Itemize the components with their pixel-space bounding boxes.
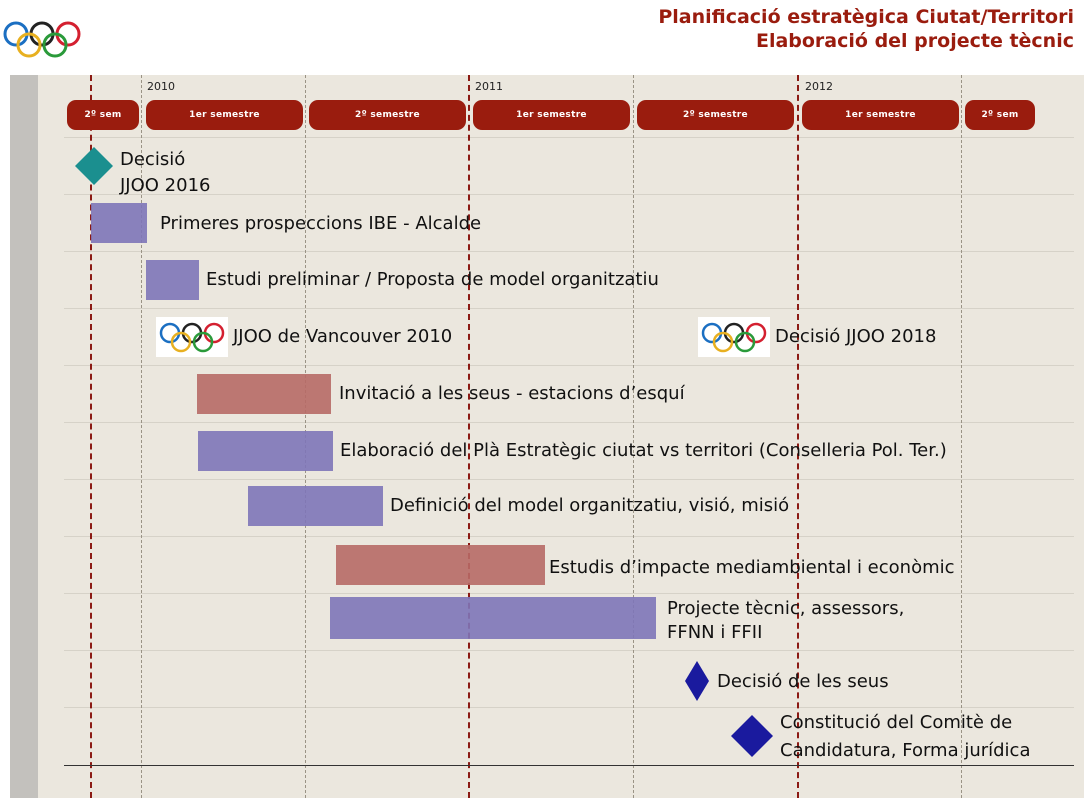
year-divider: [797, 75, 799, 798]
task-label-model-organitzatiu: Definició del model organitzatiu, visió,…: [390, 495, 790, 516]
year-label: 2010: [147, 80, 175, 93]
task-label-decisio-2016-line1: Decisió: [120, 149, 186, 170]
task-bar: [91, 203, 147, 243]
task-label-projecte-tecnic-line1: Projecte tècnic, assessors,: [667, 598, 905, 619]
task-bar: [330, 597, 656, 639]
task-label-invitacio: Invitació a les seus - estacions d’esquí: [339, 383, 685, 404]
semester-pill: 1er semestre: [473, 100, 630, 130]
task-label-projecte-tecnic-line2: FFNN i FFII: [667, 622, 763, 643]
row-separator: [64, 137, 1074, 138]
olympic-rings-box: [698, 317, 770, 357]
row-separator: [64, 194, 1074, 195]
task-label-constitucio-line1: Constitució del Comitè de: [780, 712, 1013, 733]
task-bar: [248, 486, 383, 526]
row-separator: [64, 593, 1074, 594]
row-separator: [64, 707, 1074, 708]
semester-pill: 2º sem: [965, 100, 1035, 130]
title-line-2: Elaboració del projecte tècnic: [755, 30, 1074, 52]
task-bar: [146, 260, 199, 300]
semester-pill: 2º semestre: [309, 100, 466, 130]
olympic-rings-box: [156, 317, 228, 357]
diamond-milestone-icon: [75, 147, 113, 185]
task-bar: [198, 431, 333, 471]
timeline-baseline: [64, 765, 1074, 766]
task-label-pla-estrategic: Elaboració del Plà Estratègic ciutat vs …: [340, 440, 947, 461]
year-label: 2011: [475, 80, 503, 93]
year-divider: [468, 75, 470, 798]
row-separator: [64, 251, 1074, 252]
semester-divider: [961, 75, 962, 798]
row-separator: [64, 422, 1074, 423]
task-label-decisio-2016-line2: JJOO 2016: [120, 175, 211, 196]
task-label-prospeccions: Primeres prospeccions IBE - Alcalde: [160, 213, 482, 234]
olympic-rings-icon: [701, 322, 767, 353]
semester-pill: 1er semestre: [146, 100, 303, 130]
semester-pill: 2º sem: [67, 100, 139, 130]
semester-pill: 1er semestre: [802, 100, 959, 130]
title-line-1: Planificació estratègica Ciutat/Territor…: [658, 6, 1074, 28]
task-label-estudi-preliminar: Estudi preliminar / Proposta de model or…: [206, 269, 659, 290]
row-separator: [64, 479, 1074, 480]
semester-divider: [633, 75, 634, 798]
row-separator: [64, 365, 1074, 366]
olympic-rings-icon: [159, 322, 225, 353]
left-strip: [10, 75, 38, 798]
row-separator: [64, 308, 1074, 309]
semester-pill: 2º semestre: [637, 100, 794, 130]
task-label-decisio-seus: Decisió de les seus: [717, 671, 889, 692]
semester-divider: [141, 75, 142, 798]
task-bar: [336, 545, 545, 585]
diamond-milestone-icon: [685, 661, 709, 701]
task-label-decisio-2018: Decisió JJOO 2018: [775, 326, 937, 347]
row-separator: [64, 650, 1074, 651]
year-divider: [90, 75, 92, 798]
task-label-vancouver: JJOO de Vancouver 2010: [233, 326, 453, 347]
year-label: 2012: [805, 80, 833, 93]
task-bar: [197, 374, 331, 414]
row-separator: [64, 536, 1074, 537]
task-label-estudis-impacte: Estudis d’impacte mediambiental i econòm…: [549, 557, 955, 578]
diamond-milestone-icon: [731, 715, 773, 757]
timeline-panel: [10, 75, 1084, 798]
task-label-constitucio-line2: Candidatura, Forma jurídica: [780, 740, 1031, 761]
olympic-rings-logo: [3, 21, 81, 58]
